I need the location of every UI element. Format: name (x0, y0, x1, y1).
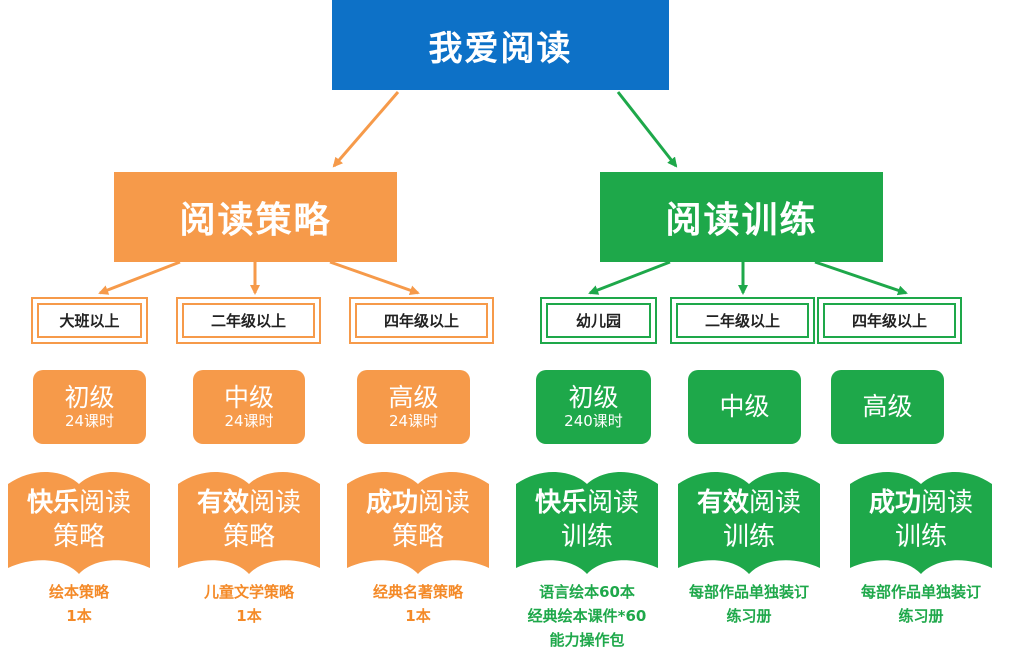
book-icon (678, 471, 820, 574)
caption-line: 1本 (66, 607, 92, 625)
arrow-strategy-level-1 (98, 260, 181, 295)
book-title-rest: 阅读 (79, 488, 132, 518)
level-box: 二年级以上 (670, 297, 815, 344)
book-icon (8, 471, 150, 574)
caption-line: 绘本策略 (48, 583, 109, 601)
arrow-training-level-3 (814, 260, 908, 296)
arrow-root-to-strategy (332, 91, 400, 168)
book-title-bold: 快乐 (26, 488, 79, 518)
book-title-bold: 有效 (696, 488, 749, 518)
book-shape: 快乐阅读训练 (512, 464, 662, 584)
caption-line: 经典名著策略 (372, 583, 463, 601)
grade-box: 初级 240课时 (536, 370, 651, 444)
book-shape: 快乐阅读策略 (4, 464, 154, 584)
book-title-line2: 策略 (391, 522, 444, 552)
book-title-bold: 成功 (868, 488, 921, 518)
arrow-strategy-level-3 (329, 260, 420, 296)
book-title-rest: 阅读 (249, 488, 302, 518)
grade-name: 中级 (223, 383, 274, 412)
caption-line: 练习册 (726, 607, 772, 625)
grade-box: 初级 24课时 (33, 370, 146, 444)
level-label: 四年级以上 (823, 303, 956, 338)
book-shape: 有效阅读训练 (674, 464, 824, 584)
level-box: 四年级以上 (349, 297, 494, 344)
book-icon (347, 471, 489, 574)
grade-hours: 24课时 (224, 411, 274, 430)
book-title-line2: 策略 (222, 522, 275, 552)
grade-box: 中级 24课时 (193, 370, 305, 444)
level-label: 大班以上 (37, 303, 142, 338)
grade-box: 高级 (831, 370, 944, 444)
arrow-root-to-training (616, 91, 678, 168)
book-caption: 经典名著策略 1本 (338, 580, 498, 628)
grade-box: 高级 24课时 (357, 370, 470, 444)
level-label: 幼儿园 (546, 303, 651, 338)
book-shape: 成功阅读策略 (343, 464, 493, 584)
caption-line: 语言绘本60本 (539, 583, 635, 601)
caption-line: 经典绘本课件*60 (527, 607, 647, 625)
grade-name: 高级 (862, 391, 913, 421)
level-label: 二年级以上 (676, 303, 809, 338)
level-label: 二年级以上 (182, 303, 315, 338)
grade-hours: 24课时 (64, 411, 115, 430)
grade-name: 初级 (64, 383, 115, 412)
level-box: 大班以上 (31, 297, 148, 344)
branch-reading-strategy: 阅读策略 (114, 172, 397, 262)
book-title-rest: 阅读 (749, 488, 802, 518)
level-box: 二年级以上 (176, 297, 321, 344)
grade-name: 中级 (719, 391, 770, 421)
book-caption: 语言绘本60本 经典绘本课件*60 能力操作包 (500, 580, 674, 652)
grade-hours: 24课时 (388, 411, 439, 430)
grade-name: 初级 (568, 383, 619, 412)
book-title-line2: 训练 (722, 522, 775, 552)
book-title-bold: 快乐 (534, 488, 587, 518)
book-shape: 成功阅读训练 (846, 464, 996, 584)
book-title-line2: 训练 (894, 522, 947, 552)
book-title-line2: 策略 (52, 522, 105, 552)
book-caption: 绘本策略 1本 (4, 580, 154, 628)
book-icon (850, 471, 992, 574)
grade-hours: 240课时 (564, 411, 623, 430)
caption-line: 每部作品单独装订 (688, 583, 809, 601)
book-icon (516, 471, 658, 574)
caption-line: 每部作品单独装订 (860, 583, 981, 601)
book-shape: 有效阅读策略 (174, 464, 324, 584)
book-caption: 每部作品单独装订 练习册 (664, 580, 834, 628)
root-title: 我爱阅读 (332, 0, 669, 90)
caption-line: 儿童文学策略 (203, 583, 294, 601)
book-icon (178, 471, 320, 574)
level-label: 四年级以上 (355, 303, 488, 338)
book-caption: 每部作品单独装订 练习册 (836, 580, 1006, 628)
book-title-rest: 阅读 (587, 488, 640, 518)
level-box: 四年级以上 (817, 297, 962, 344)
caption-line: 1本 (405, 607, 431, 625)
grade-name: 高级 (388, 383, 439, 412)
book-title-bold: 成功 (365, 488, 418, 518)
branch-reading-training: 阅读训练 (600, 172, 883, 262)
arrow-training-level-1 (588, 260, 671, 295)
caption-line: 1本 (236, 607, 262, 625)
caption-line: 能力操作包 (549, 631, 625, 649)
grade-box: 中级 (688, 370, 801, 444)
book-title-rest: 阅读 (418, 488, 471, 518)
book-caption: 儿童文学策略 1本 (169, 580, 329, 628)
book-title-bold: 有效 (196, 488, 249, 518)
level-box: 幼儿园 (540, 297, 657, 344)
book-title-rest: 阅读 (921, 488, 974, 518)
book-title-line2: 训练 (560, 522, 613, 552)
caption-line: 练习册 (898, 607, 944, 625)
